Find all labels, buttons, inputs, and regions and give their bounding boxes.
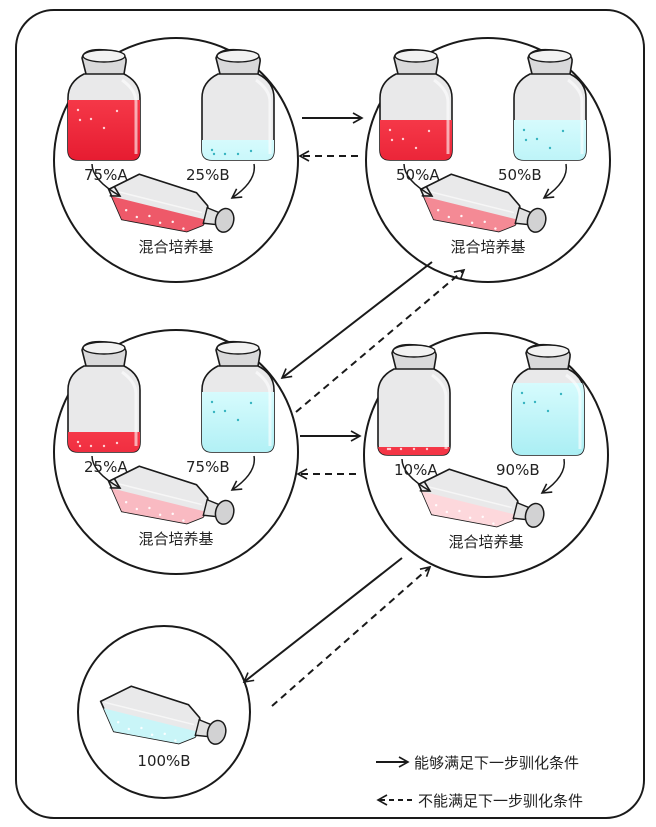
stage-2: 50%A 50%B 混合培养基: [365, 37, 611, 283]
stage-2-label-a: 50%A: [396, 166, 440, 184]
stage-2-arrow-b: [542, 163, 568, 199]
legend-dashed-label: 不能满足下一步驯化条件: [418, 792, 583, 810]
stage-1-label-flask: 混合培养基: [138, 238, 213, 256]
stage-1-label-b: 25%B: [186, 166, 230, 184]
legend: 能够满足下一步驯化条件 不能满足下一步驯化条件: [376, 754, 583, 810]
stage-4-bottle-b: [511, 343, 585, 456]
stage-3-bottle-b: [201, 340, 275, 453]
stage-1: 75%A 25%B 混合培养基: [53, 37, 299, 283]
arrow-forward-2-3: [280, 261, 433, 380]
stage-1-bottle-b: [201, 48, 275, 161]
arrow-back-3-2: [295, 268, 466, 413]
stage-3-arrow-a: [91, 455, 122, 489]
stage-3-arrow-b: [230, 455, 256, 491]
stage-4-bottle-a: [377, 343, 451, 456]
stage-2-bottle-a: [379, 48, 453, 161]
stage-3-label-flask: 混合培养基: [138, 530, 213, 548]
stage-4: 10%A 90%B 混合培养基: [363, 332, 609, 578]
stage-1-arrow-a: [91, 163, 122, 197]
stage-1-label-a: 75%A: [84, 166, 128, 184]
stage-4-label-a: 10%A: [394, 461, 438, 479]
stage-3-label-a: 25%A: [84, 458, 128, 476]
arrow-forward-4-5: [242, 557, 403, 684]
stage-1-arrow-b: [230, 163, 256, 199]
stage-4-arrow-a: [401, 458, 432, 492]
stage-2-bottle-b: [513, 48, 587, 161]
stage-5-label-flask: 100%B: [137, 752, 190, 770]
transition-arrows: [242, 112, 466, 707]
stage-2-label-flask: 混合培养基: [450, 238, 525, 256]
legend-solid-label: 能够满足下一步驯化条件: [414, 754, 579, 772]
stage-1-bottle-a: [67, 48, 141, 161]
stage-2-arrow-a: [403, 163, 434, 197]
stage-4-label-b: 90%B: [496, 461, 540, 479]
stage-5: 100%B: [77, 625, 251, 799]
stage-4-label-flask: 混合培养基: [448, 533, 523, 551]
stage-3-label-b: 75%B: [186, 458, 230, 476]
stage-3: 25%A 75%B 混合培养基: [53, 329, 299, 575]
stage-4-arrow-b: [540, 458, 566, 494]
stage-3-bottle-a: [67, 340, 141, 453]
stage-2-label-b: 50%B: [498, 166, 542, 184]
